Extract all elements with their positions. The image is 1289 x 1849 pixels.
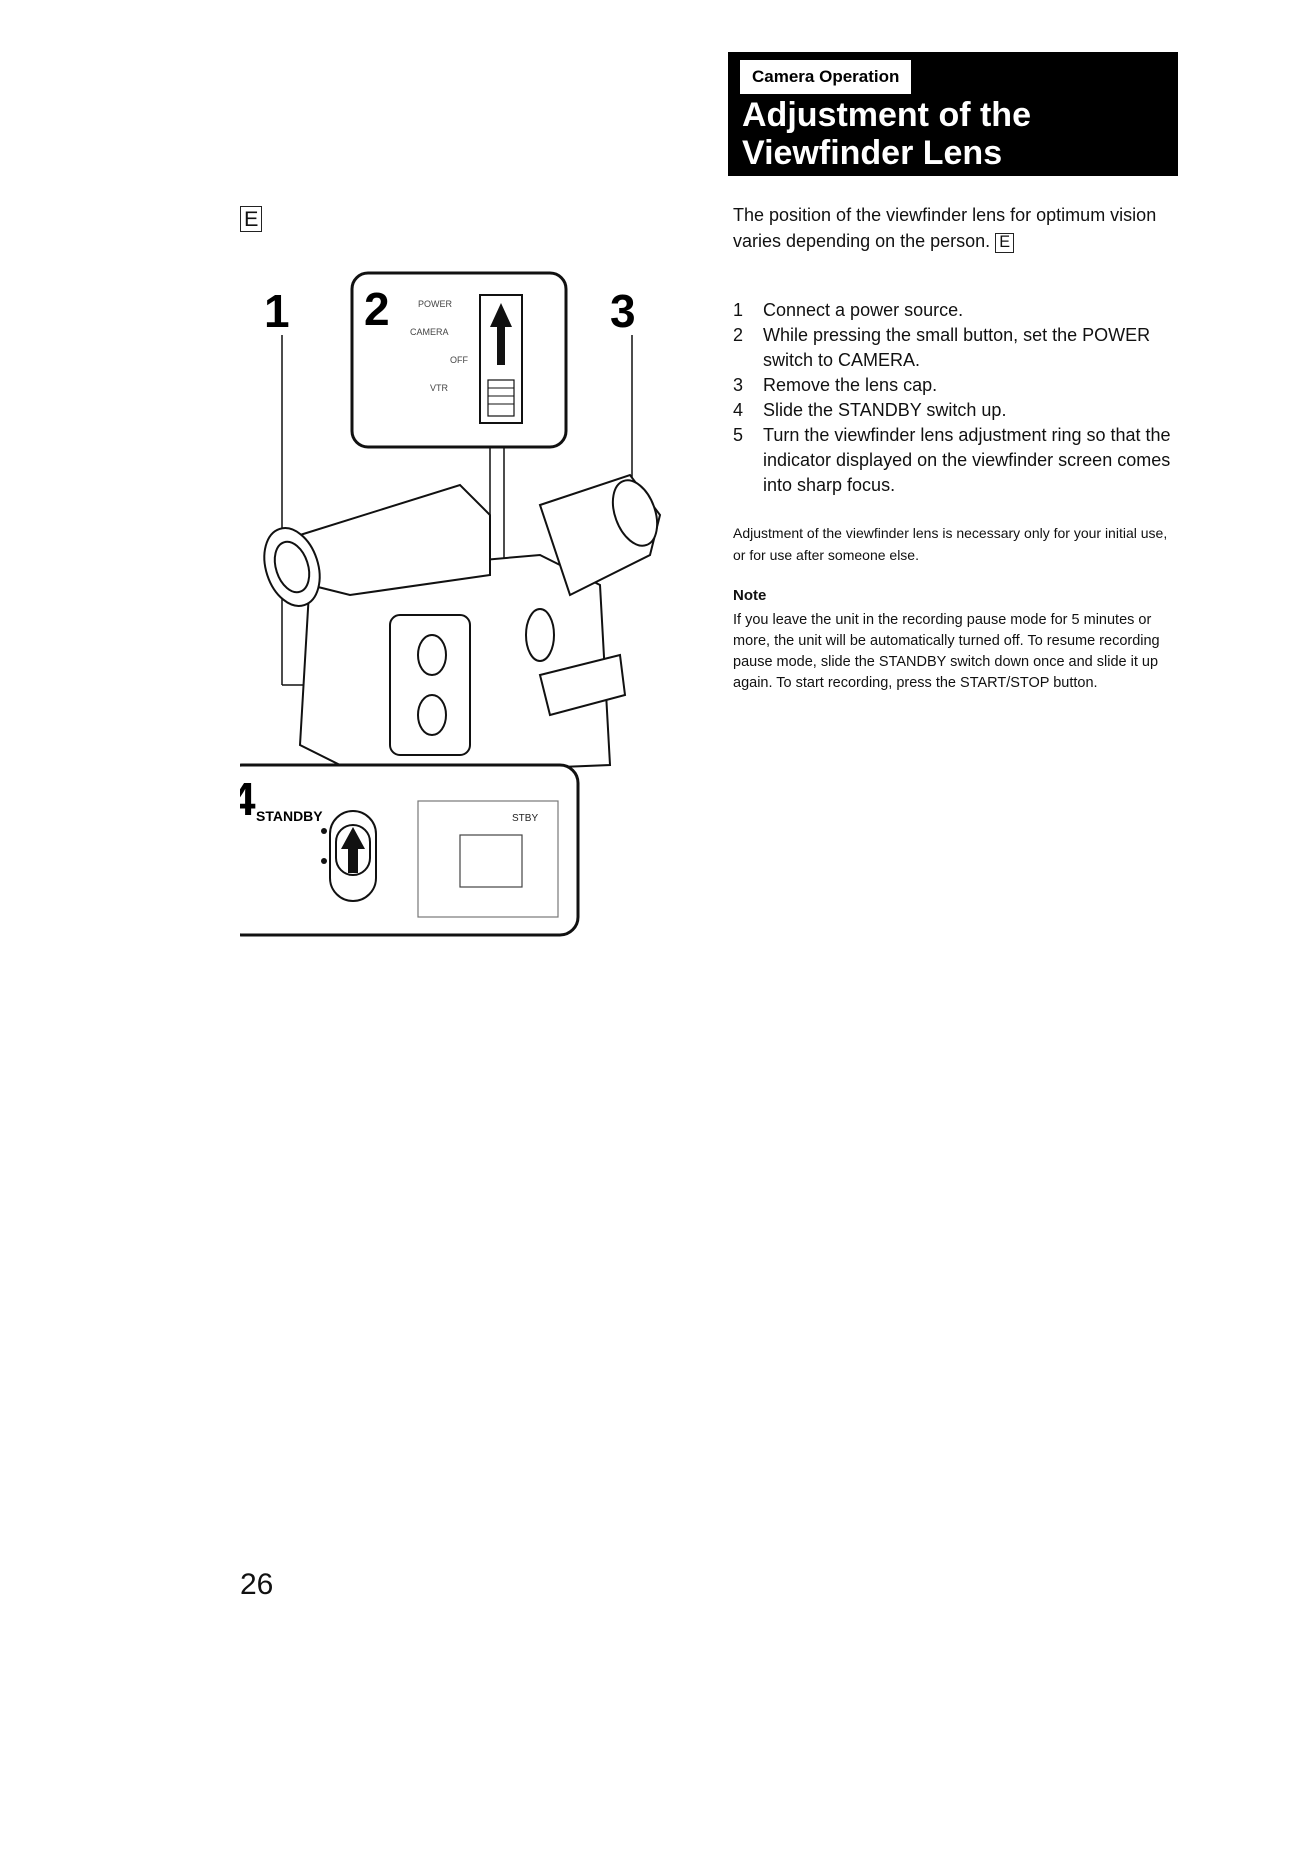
viewfinder-screen: STBY: [417, 800, 559, 918]
standby-label: STANDBY: [256, 808, 323, 824]
intro-figure-ref: E: [995, 233, 1015, 253]
standby-switch: [329, 810, 377, 902]
page-number: 26: [240, 1568, 274, 1601]
callout-1: 1: [264, 285, 290, 337]
intro-paragraph: The position of the viewfinder lens for …: [733, 202, 1173, 254]
off-label: OFF: [450, 355, 468, 365]
section-banner: Camera Operation Adjustment of the Viewf…: [728, 52, 1178, 176]
page-title: Adjustment of the Viewfinder Lens: [742, 96, 1031, 172]
camcorder-body: [263, 473, 662, 777]
callout-2: 2: [364, 283, 390, 335]
note-body: If you leave the unit in the recording p…: [733, 612, 1160, 691]
language-mark: E: [240, 205, 263, 233]
section-label: Camera Operation: [740, 60, 912, 94]
arrow-up-icon: [490, 303, 512, 365]
adjustment-note: Adjustment of the viewfinder lens is nec…: [733, 525, 1168, 563]
arrow-up-icon: [341, 827, 365, 873]
callout-4: 4: [240, 773, 256, 825]
stby-indicator: STBY: [512, 813, 538, 824]
vtr-label: VTR: [430, 383, 449, 393]
camera-label: CAMERA: [410, 327, 449, 337]
callout-3: 3: [610, 285, 636, 337]
power-label: POWER: [418, 299, 453, 309]
power-slider: [479, 294, 523, 424]
note-heading: Note: [733, 587, 767, 604]
intro-text: The position of the viewfinder lens for …: [733, 205, 1157, 251]
camcorder-illustration: 1 3 5 2 POWER CAMERA OFF VTR: [240, 271, 662, 937]
